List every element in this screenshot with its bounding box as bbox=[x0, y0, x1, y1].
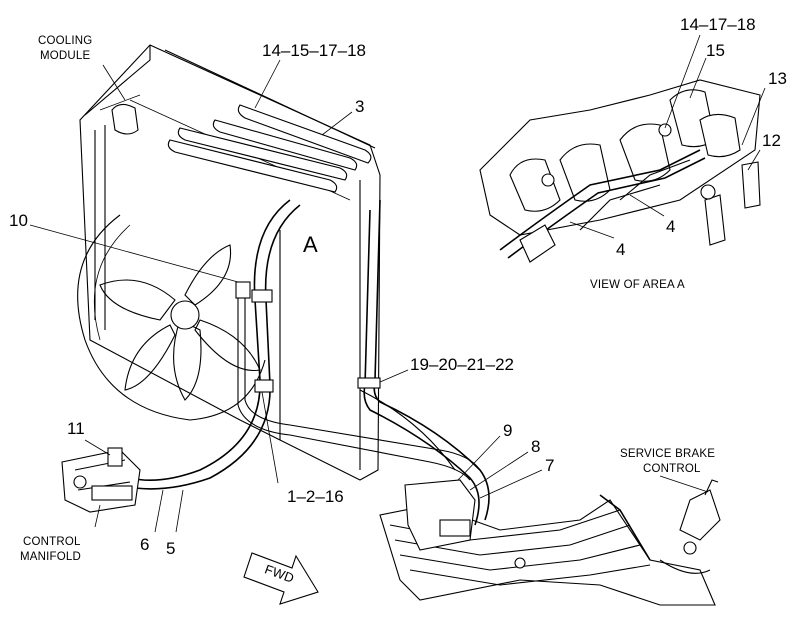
callout-19-20-21-22: 19–20–21–22 bbox=[410, 355, 514, 374]
forward-arrow-icon bbox=[243, 552, 319, 605]
service-brake-label-line1: SERVICE BRAKE bbox=[620, 448, 715, 460]
callout-1-2-16: 1–2–16 bbox=[287, 487, 344, 506]
inset-view-area-a bbox=[479, 79, 761, 263]
service-brake-label-line2: CONTROL bbox=[643, 463, 701, 475]
callout-9: 9 bbox=[503, 421, 512, 440]
callout-8: 8 bbox=[531, 437, 540, 456]
inset-callout-13: 13 bbox=[768, 69, 787, 88]
control-manifold bbox=[61, 447, 141, 513]
hydraulic-lines bbox=[129, 199, 490, 526]
inset-callout-4-upper: 4 bbox=[666, 217, 675, 236]
inset-callout-12: 12 bbox=[762, 131, 781, 150]
leader-lines bbox=[29, 34, 766, 533]
cooling-module bbox=[77, 44, 381, 481]
callout-7: 7 bbox=[545, 456, 554, 475]
cooling-module-label-line1: COOLING bbox=[38, 35, 92, 47]
callout-6: 6 bbox=[140, 535, 149, 554]
callout-11: 11 bbox=[67, 419, 85, 438]
area-a-label: A bbox=[303, 232, 318, 257]
inset-callout-4-lower: 4 bbox=[616, 240, 625, 259]
callouts: COOLING MODULE 14–15–17–18 3 10 A 19–20–… bbox=[9, 15, 787, 586]
service-brake-assembly bbox=[379, 479, 721, 606]
callout-3: 3 bbox=[355, 97, 364, 116]
view-of-area-a-caption: VIEW OF AREA A bbox=[590, 279, 685, 291]
inset-callout-15: 15 bbox=[706, 41, 725, 60]
inset-callout-14-17-18: 14–17–18 bbox=[680, 15, 756, 34]
cooling-module-label-line2: MODULE bbox=[40, 50, 91, 62]
callout-10: 10 bbox=[9, 211, 28, 230]
callout-5: 5 bbox=[166, 539, 175, 558]
callout-14-15-17-18: 14–15–17–18 bbox=[262, 41, 366, 60]
control-manifold-label-line2: MANIFOLD bbox=[20, 551, 81, 563]
control-manifold-label-line1: CONTROL bbox=[23, 536, 81, 548]
